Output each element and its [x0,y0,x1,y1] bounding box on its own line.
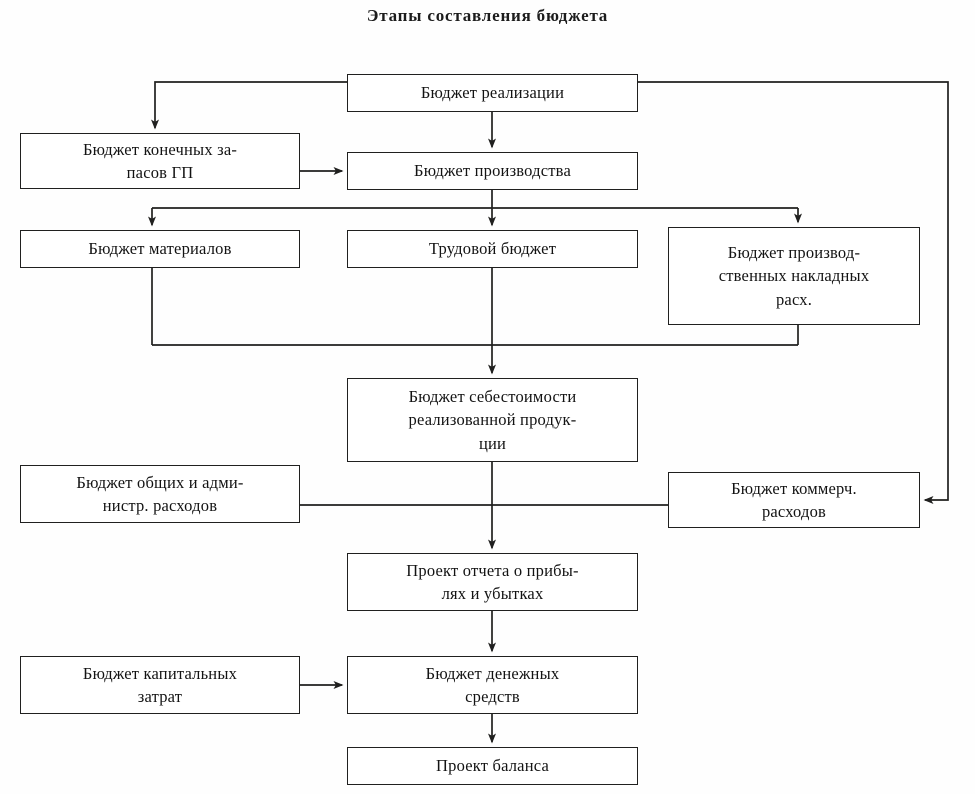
edge-sales-to-fg-stock [151,81,347,130]
node-label: Бюджет капитальных затрат [82,663,238,706]
node-labour[interactable]: Трудовой бюджет [347,230,638,268]
node-label: Проект отчета о прибы- лях и убытках [406,560,579,603]
node-overheads[interactable]: Бюджет производ- ственных накладных расх… [668,227,920,325]
node-capex[interactable]: Бюджет капитальных затрат [20,656,300,714]
node-label: Трудовой бюджет [428,239,557,259]
edge-sales-to-selling [638,81,949,504]
node-materials[interactable]: Бюджет материалов [20,230,300,268]
node-label: Бюджет себестоимости реализованной проду… [408,386,577,453]
node-production[interactable]: Бюджет производства [347,152,638,190]
node-label: Бюджет производства [414,161,571,181]
node-label: Бюджет материалов [88,239,232,259]
node-label: Бюджет денежных средств [425,663,560,706]
edge-production-bus [152,190,798,209]
node-fg-stock[interactable]: Бюджет конечных за- пасов ГП [20,133,300,189]
node-label: Проект баланса [436,756,549,776]
node-selling-expenses[interactable]: Бюджет коммерч. расходов [668,472,920,528]
node-label: Бюджет производ- ственных накладных расх… [718,242,870,309]
node-cash[interactable]: Бюджет денежных средств [347,656,638,714]
node-label: Бюджет конечных за- пасов ГП [82,139,238,182]
node-label: Бюджет коммерч. расходов [731,478,857,521]
node-pl-report[interactable]: Проект отчета о прибы- лях и убытках [347,553,638,611]
node-label: Бюджет общих и адми- нистр. расходов [76,472,244,515]
node-balance[interactable]: Проект баланса [347,747,638,785]
page-title: Этапы составления бюджета [366,6,609,25]
node-admin-expenses[interactable]: Бюджет общих и адми- нистр. расходов [20,465,300,523]
node-cogs[interactable]: Бюджет себестоимости реализованной проду… [347,378,638,462]
node-sales[interactable]: Бюджет реализации [347,74,638,112]
node-label: Бюджет реализации [420,83,565,103]
